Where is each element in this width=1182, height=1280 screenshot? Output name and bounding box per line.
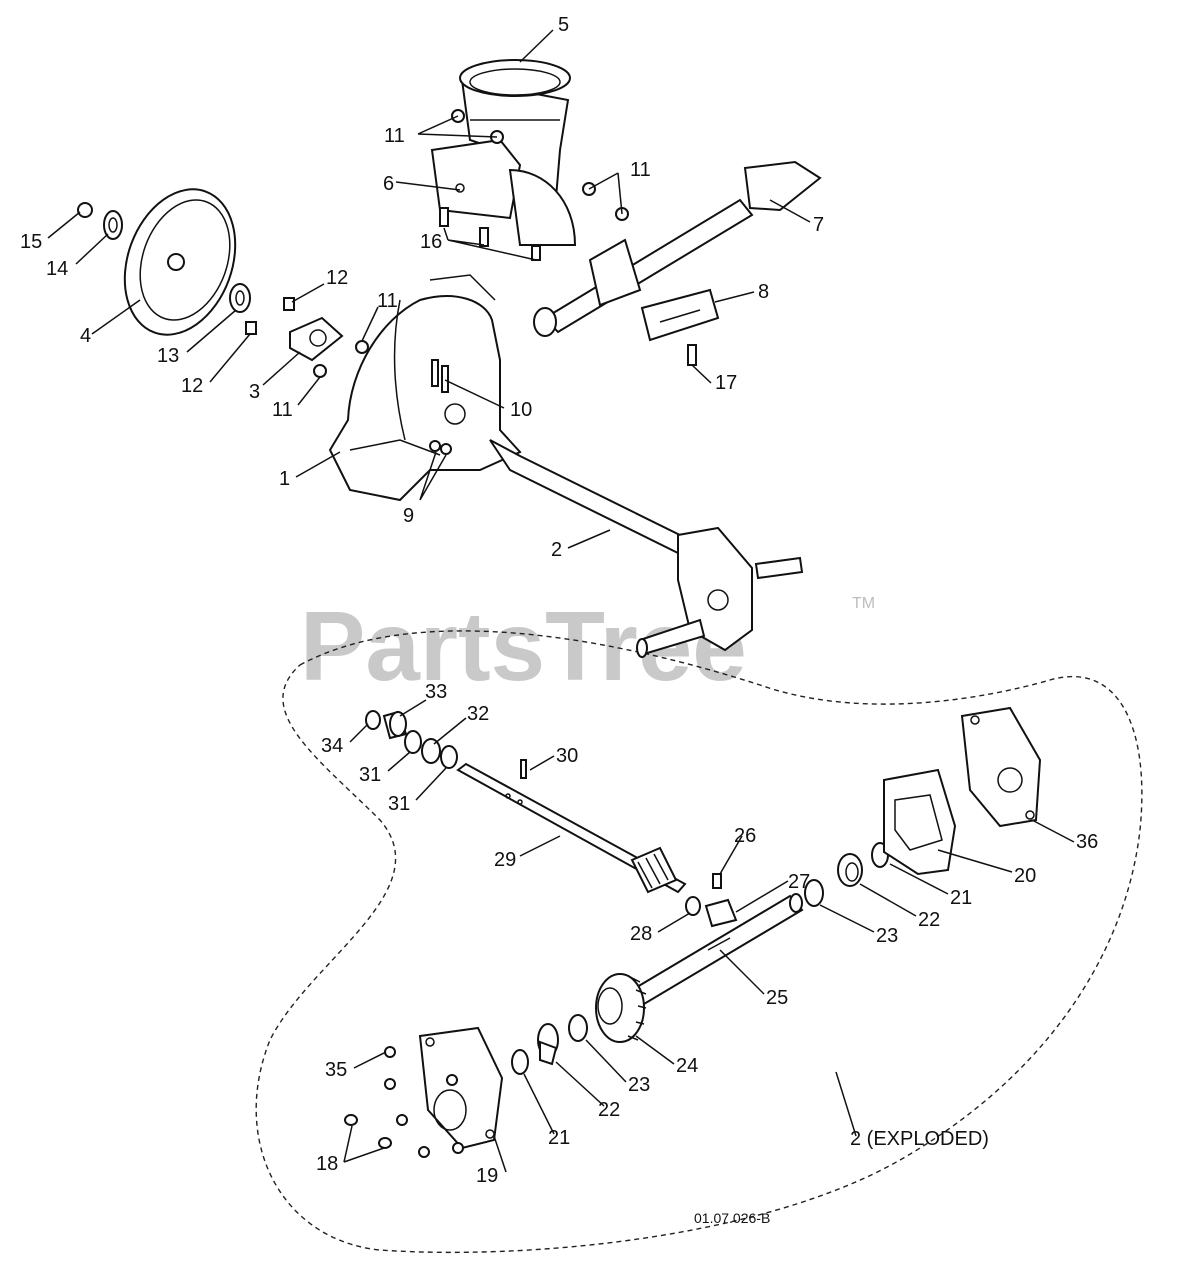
callout-17: 17: [715, 372, 737, 394]
callout-26: 26: [734, 825, 756, 847]
callout-2: 2: [551, 539, 562, 561]
callout-6: 6: [383, 173, 394, 195]
part-33-bushing: [382, 710, 408, 740]
bolt-16-group: [439, 207, 541, 261]
callout-18: 18: [316, 1153, 338, 1175]
part-27-bushing: [704, 898, 738, 928]
callout-12-lower: 12: [181, 375, 203, 397]
callout-15: 15: [20, 231, 42, 253]
part-30-key: [520, 759, 527, 779]
callout-31-upper: 31: [359, 764, 381, 786]
callout-28: 28: [630, 923, 652, 945]
part-28-washer: [685, 896, 701, 916]
watermark-trademark: TM: [852, 595, 875, 612]
bolt-10-group: [431, 359, 449, 393]
callout-16: 16: [420, 231, 442, 253]
callout-27: 27: [788, 871, 810, 893]
callout-30: 30: [556, 745, 578, 767]
part-31-washer-a: [404, 730, 422, 754]
callout-33: 33: [425, 681, 447, 703]
callout-11-housing: 11: [377, 290, 398, 312]
part-23-washer-b: [804, 879, 824, 907]
callout-25: 25: [766, 987, 788, 1009]
callout-5: 5: [558, 14, 569, 36]
part-31-washer-b: [440, 745, 458, 769]
part-2-auger-gearbox: [489, 439, 804, 658]
part-4-pulley: [123, 188, 237, 336]
callout-23-upper: 23: [876, 925, 898, 947]
part-20-gasket: [883, 768, 957, 876]
part-3-flange-plate: [289, 316, 344, 362]
callout-8: 8: [758, 281, 769, 303]
leader-lines: [47, 29, 1075, 1173]
part-26-key: [712, 873, 722, 889]
part-1-auger-housing: [328, 274, 522, 502]
callout-labels: 5 11 6 11 7 8 17 16 15 14 4 13 12 12 3 1…: [20, 14, 1098, 1187]
part-15-nut: [77, 202, 93, 218]
exploded-view-boundary: [255, 630, 1143, 1254]
callout-20: 20: [1014, 865, 1036, 887]
part-22-bushing-b: [837, 853, 863, 887]
watermark: PartsTree TM: [300, 591, 875, 701]
callout-22-lower: 22: [598, 1099, 620, 1121]
part-13-bearing: [229, 283, 251, 313]
callout-21-upper: 21: [950, 887, 972, 909]
callout-21-lower: 21: [548, 1127, 570, 1149]
part-24-worm-gear: [595, 973, 647, 1043]
part-8-bracket: [640, 288, 720, 342]
part-29-worm-shaft: [456, 762, 687, 894]
bolt-17: [687, 344, 697, 366]
callout-36: 36: [1076, 831, 1098, 853]
part-7-crank-handle: [533, 160, 822, 337]
watermark-text: PartsTree: [300, 591, 747, 701]
callout-29: 29: [494, 849, 516, 871]
callout-11-chute: 11: [384, 125, 405, 147]
callout-1: 1: [279, 468, 290, 490]
nut-11-housing-group: [313, 340, 369, 378]
callout-22-upper: 22: [918, 909, 940, 931]
callout-9: 9: [403, 505, 414, 527]
callout-34: 34: [321, 735, 343, 757]
part-14-bearing: [103, 210, 123, 240]
bolt-12-group: [245, 297, 295, 335]
part-22-bushing-a: [537, 1023, 559, 1066]
nut-9-group: [429, 440, 452, 455]
part-5-chute-collar: [459, 59, 571, 212]
callout-13: 13: [157, 345, 179, 367]
callout-4: 4: [80, 325, 91, 347]
callout-12-upper: 12: [326, 267, 348, 289]
part-19-housing-half: [418, 1026, 504, 1150]
exploded-label: 2 (EXPLODED): [850, 1128, 989, 1150]
drawing-reference: 01.07.026-B: [694, 1210, 770, 1226]
callout-3: 3: [249, 381, 260, 403]
callout-11-lower: 11: [272, 399, 293, 421]
callout-35: 35: [325, 1059, 347, 1081]
callout-32: 32: [467, 703, 489, 725]
callout-31-lower: 31: [388, 793, 410, 815]
callout-14: 14: [46, 258, 68, 280]
part-23-washer-a: [568, 1014, 588, 1042]
part-32-snap-ring: [421, 738, 441, 764]
callout-23-lower: 23: [628, 1074, 650, 1096]
callout-10: 10: [510, 399, 532, 421]
part-21-snap-ring-a: [511, 1049, 529, 1075]
part-36-housing-half: [960, 706, 1042, 828]
callout-7: 7: [813, 214, 824, 236]
part-6-chute-mount: [430, 138, 577, 246]
part-18-pin-group: [344, 1114, 392, 1149]
callout-19: 19: [476, 1165, 498, 1187]
callout-24: 24: [676, 1055, 698, 1077]
part-34-ring: [365, 710, 381, 730]
callout-11-right: 11: [630, 159, 651, 181]
